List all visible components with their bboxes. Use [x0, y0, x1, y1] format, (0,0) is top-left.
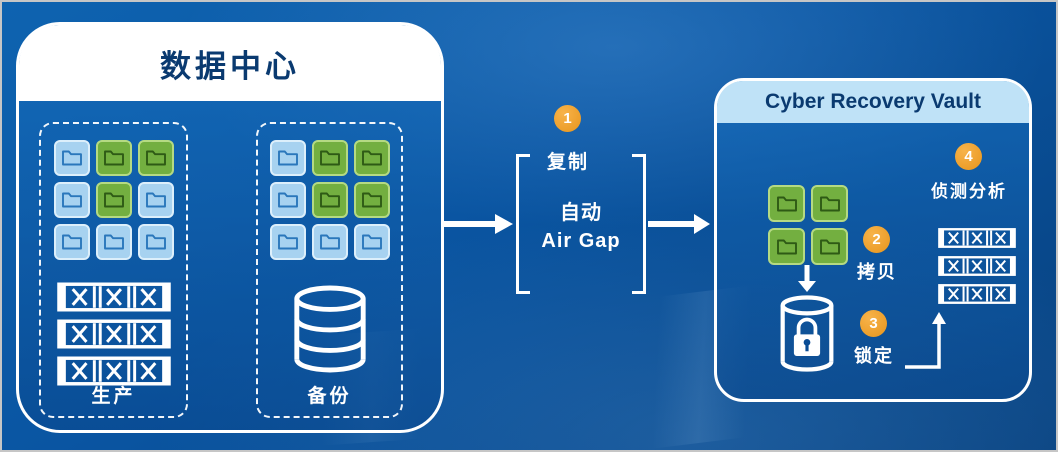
storage-array-icon [56, 356, 171, 386]
step3-badge: 3 [860, 310, 887, 337]
copy-down-arrow-icon [798, 265, 816, 292]
step4-label: 侦测分析 [931, 182, 1007, 201]
folder-icon [269, 140, 306, 176]
step3-label: 锁定 [854, 346, 894, 366]
folder-icon [811, 228, 848, 265]
right-bracket-icon [632, 154, 646, 294]
folder-icon [353, 224, 390, 260]
folder-icon [311, 224, 348, 260]
vault-title: Cyber Recovery Vault [765, 90, 981, 113]
airgap-section: 自动 Air Gap [516, 154, 646, 294]
vault-panel: Cyber Recovery Vault [714, 78, 1032, 402]
vault-header: Cyber Recovery Vault [717, 81, 1029, 123]
folder-icon [137, 224, 174, 260]
production-label: 生产 [91, 386, 136, 407]
folder-icon [53, 140, 90, 176]
storage-array-icon [938, 256, 1016, 276]
folder-icon [53, 224, 90, 260]
folder-icon [95, 182, 132, 218]
datacenter-header: 数据中心 [19, 25, 441, 101]
folder-icon [768, 185, 805, 222]
folder-icon [95, 224, 132, 260]
airgap-text: 自动 Air Gap [522, 160, 640, 288]
folder-icon [311, 140, 348, 176]
vault-folder-grid [768, 185, 848, 265]
folder-icon [53, 182, 90, 218]
backup-group: 备份 [256, 122, 403, 418]
production-folder-grid [41, 140, 186, 260]
storage-array-icon [56, 282, 171, 312]
storage-array-icon [938, 284, 1016, 304]
folder-icon [353, 182, 390, 218]
folder-icon [811, 185, 848, 222]
folder-icon [353, 140, 390, 176]
folder-icon [768, 228, 805, 265]
step2-label: 拷贝 [857, 262, 897, 282]
storage-array-icon [938, 228, 1016, 248]
folder-icon [269, 182, 306, 218]
analysis-elbow-arrow-icon [905, 312, 946, 369]
backup-label: 备份 [307, 386, 352, 407]
production-group: 生产 [39, 122, 188, 418]
production-storage-stack [41, 282, 186, 386]
datacenter-body: 生产 [19, 101, 441, 430]
folder-icon [137, 140, 174, 176]
datacenter-panel: 数据中心 [16, 22, 444, 433]
flow-arrow-right-icon [648, 214, 710, 234]
step1-label: 复制 [546, 152, 589, 173]
backup-database-icon [289, 284, 371, 374]
airgap-line2: Air Gap [541, 229, 621, 252]
airgap-line1: 自动 [560, 201, 602, 224]
folder-icon [95, 140, 132, 176]
folder-icon [269, 224, 306, 260]
datacenter-title: 数据中心 [160, 48, 300, 84]
step1-badge: 1 [554, 105, 581, 132]
storage-array-icon [56, 319, 171, 349]
vault-storage-stack [938, 227, 1016, 305]
locked-database-icon [778, 294, 836, 373]
backup-folder-grid [258, 140, 401, 260]
flow-arrow-left-icon [443, 214, 513, 234]
folder-icon [137, 182, 174, 218]
left-bracket-icon [516, 154, 530, 294]
step4-badge: 4 [955, 143, 982, 170]
step2-badge: 2 [863, 226, 890, 253]
folder-icon [311, 182, 348, 218]
lock-shackle [796, 317, 818, 336]
